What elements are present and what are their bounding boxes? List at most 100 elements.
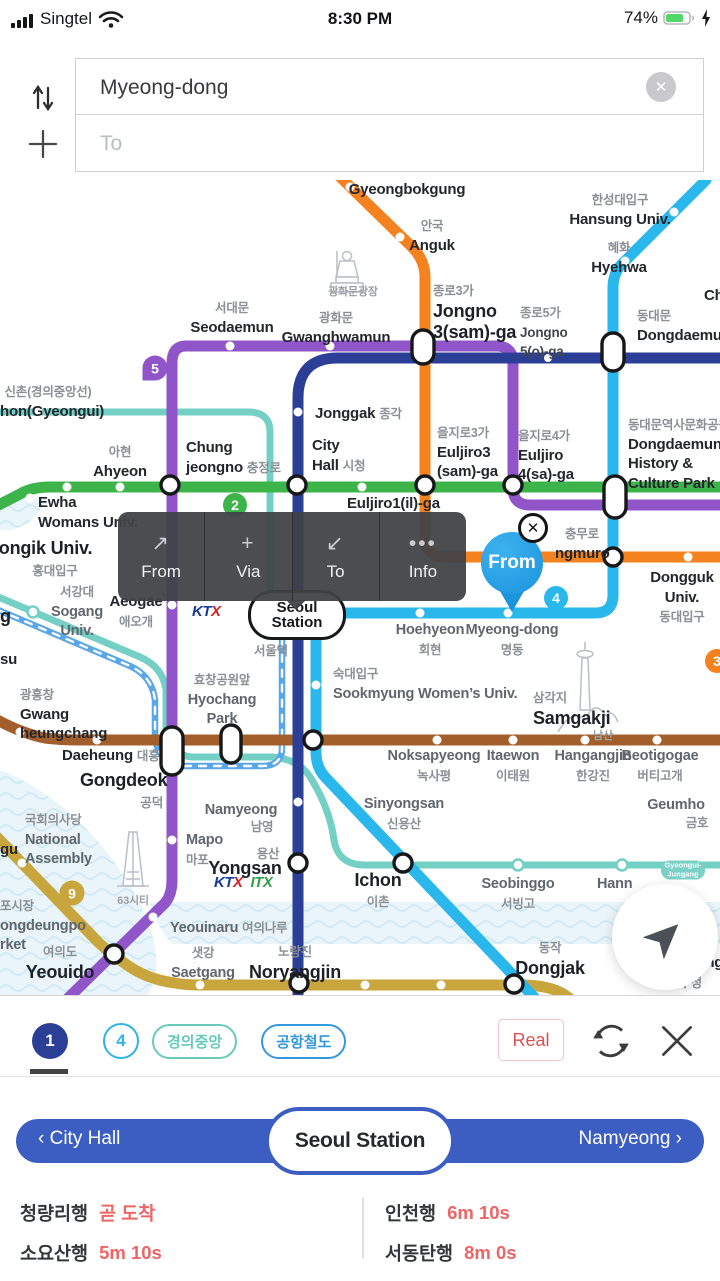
plus-icon: +	[241, 531, 256, 555]
map-station-label: 홍대입구	[32, 564, 78, 578]
map-station-label: 금호	[685, 816, 709, 830]
to-field-row	[76, 115, 703, 173]
map-station-label: g	[0, 606, 11, 626]
line-5-west-path	[63, 340, 192, 995]
popup-item-label: From	[141, 561, 181, 581]
line-number-badge: Gyeongui- Jungang	[661, 860, 705, 880]
carrier-label: Singtel	[40, 9, 92, 28]
map-station-label: ngmuro	[555, 545, 610, 562]
map-station-label: Namyeong	[204, 802, 278, 818]
line-6-path	[0, 715, 720, 746]
line-2-path	[0, 481, 720, 511]
line-filter-경의중앙[interactable]: 경의중앙	[152, 1023, 238, 1059]
line-filter-1[interactable]: 1	[32, 1023, 68, 1059]
realtime-toggle-button[interactable]: Real	[498, 1019, 564, 1061]
map-station-label: Hongik Univ.	[0, 538, 93, 558]
current-station-capsule[interactable]: Seoul Station	[265, 1107, 455, 1175]
popup-notch	[286, 600, 306, 610]
yongsan-rail-logos: KTX ITX	[214, 874, 273, 891]
map-station-label: Daeheung 대흥	[62, 747, 160, 764]
prev-station-button[interactable]: ‹ City Hall	[38, 1128, 121, 1149]
clear-from-button[interactable]: ✕	[646, 72, 676, 102]
sixty-three-building-icon	[117, 831, 149, 887]
route-search-panel: ✕	[0, 44, 720, 181]
map-station-label: Yongsan	[208, 858, 282, 878]
next-station-button[interactable]: Namyeong ›	[578, 1128, 683, 1149]
popup-via-button[interactable]: + Via	[204, 512, 291, 601]
line-filter-4[interactable]: 4	[103, 1023, 139, 1059]
signal-strength-icon	[11, 14, 33, 28]
popup-item-label: Via	[236, 561, 261, 581]
arrival-row: 소요산행 5m 10s	[20, 1233, 162, 1273]
line-filter-공항철도[interactable]: 공항철도	[261, 1023, 347, 1059]
popup-to-button[interactable]: ↙To	[291, 512, 379, 601]
map-station-label: Euljiro1(il)-ga	[347, 495, 440, 512]
to-input[interactable]	[98, 115, 622, 173]
add-via-button[interactable]	[26, 126, 60, 162]
swap-from-to-button[interactable]	[26, 80, 60, 116]
remove-pin-button[interactable]: ✕	[518, 513, 548, 543]
arrival-time: 6m 10s	[447, 1202, 510, 1223]
ktx-logo: KTX	[214, 874, 243, 891]
line-number-badge: 3	[705, 649, 720, 673]
arrival-time: 5m 10s	[99, 1242, 162, 1263]
arrival-destination: 소요산행	[20, 1243, 89, 1264]
map-station-label: 남산	[593, 730, 613, 742]
line-4-path	[310, 180, 712, 995]
from-field-row: ✕	[76, 59, 703, 116]
namsan-tower-icon	[557, 642, 619, 733]
popup-from-button[interactable]: ↗From	[118, 512, 204, 601]
arrival-time: 곧 도착	[99, 1203, 156, 1224]
interchange-markers	[103, 328, 628, 995]
landmark-icons	[117, 250, 619, 887]
ktx-logo: KTX	[192, 603, 221, 620]
gwanghwamun-statue-icon	[330, 250, 364, 293]
compass-button[interactable]	[612, 884, 718, 990]
map-station-label: su	[0, 651, 18, 668]
map-station-label: gu	[0, 841, 18, 858]
selected-line-indicator	[30, 1069, 68, 1074]
line-gyeongui-branch-path	[0, 408, 274, 609]
arrival-destination: 서동탄행	[385, 1243, 454, 1264]
line-5-east-path	[180, 340, 720, 511]
map-station-label: Geumho	[647, 797, 705, 813]
current-station-name: Seoul Station	[294, 1129, 426, 1152]
line-number-badge: 5	[142, 355, 168, 381]
map-station-label: 63시티	[117, 895, 149, 907]
map-station-label: Jonggak 종각	[315, 405, 402, 422]
refresh-button[interactable]	[588, 1018, 634, 1064]
popup-info-button[interactable]: •••Info	[378, 512, 466, 601]
line-1-path	[292, 352, 720, 995]
map-station-label: Gyeongbokgung	[348, 181, 466, 198]
close-panel-button[interactable]	[654, 1018, 700, 1064]
map-station-label: 용산	[256, 847, 280, 861]
from-input[interactable]	[98, 59, 622, 116]
